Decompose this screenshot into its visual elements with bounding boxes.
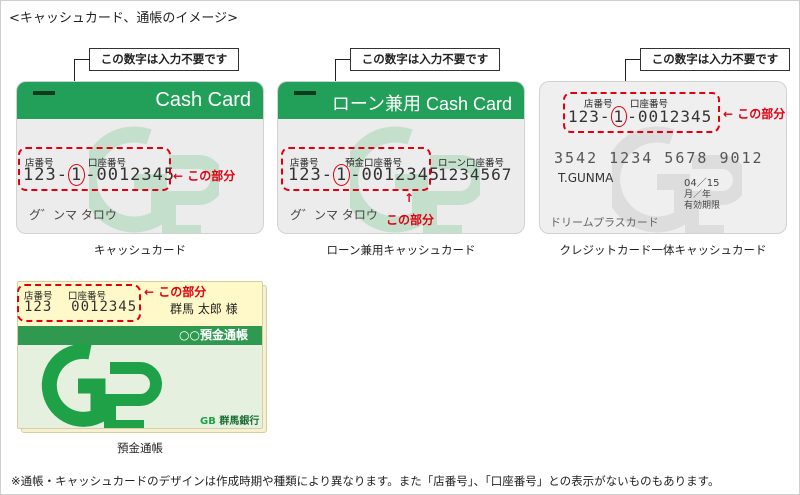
mid-number: 1 bbox=[610, 106, 628, 127]
callout-box-2: この数字は入力不要です bbox=[350, 48, 500, 71]
expiry-value: 04／15 bbox=[684, 178, 720, 189]
card-holder: グ゛ンマ タロウ bbox=[290, 208, 378, 222]
credit-card-number: 3542 1234 5678 9012 bbox=[554, 149, 764, 167]
gb-logo-large bbox=[41, 343, 162, 428]
cash-card-caption: キャッシュカード bbox=[94, 243, 186, 257]
highlight-box-1 bbox=[18, 147, 171, 191]
branch-label: 店番号 bbox=[24, 291, 53, 302]
passbook-title-band: ○○預金通帳 bbox=[18, 326, 262, 345]
card-stripe bbox=[33, 91, 55, 95]
card-brand: ドリームプラスカード bbox=[550, 216, 659, 229]
card-holder: グ゛ンマ タロウ bbox=[29, 208, 117, 222]
account-label: 口座番号 bbox=[630, 99, 669, 110]
branch-label: 店番号 bbox=[584, 99, 613, 110]
passbook: 店番号 口座番号 123 0012345 群馬 太郎 様 ○○預金通帳 GB 群… bbox=[17, 281, 263, 429]
loan-account-label: ローン口座番号 bbox=[438, 158, 505, 169]
mid-number: 1 bbox=[67, 164, 86, 186]
card-band: ローン兼用 Cash Card bbox=[278, 82, 524, 119]
card-stripe bbox=[294, 91, 316, 95]
card-band-label: Cash Card bbox=[155, 89, 251, 111]
credit-card-caption: クレジットカード一体キャッシュカード bbox=[559, 243, 767, 257]
highlight-note-2: この部分 bbox=[386, 213, 435, 227]
account-number: 0012345 bbox=[96, 165, 176, 185]
card-number-row: 123-1-0012345 bbox=[288, 164, 441, 186]
branch-number: 123 bbox=[23, 165, 57, 185]
loan-cash-card: ローン兼用 Cash Card 店番号 預金口座番号 ローン口座番号 123-1… bbox=[278, 82, 524, 233]
branch-label: 店番号 bbox=[290, 158, 319, 169]
account-label: 預金口座番号 bbox=[345, 158, 403, 169]
footnote: ※通帳・キャッシュカードのデザインは作成時期や種類により異なります。また「店番号… bbox=[11, 474, 720, 488]
loan-account-number: 1234567 bbox=[438, 165, 513, 184]
cash-card: Cash Card 店番号 口座番号 123-1-0012345 グ゛ンマ タロ… bbox=[17, 82, 263, 233]
branch-label: 店番号 bbox=[25, 158, 54, 169]
passbook-bank-name: GB 群馬銀行 bbox=[200, 416, 260, 427]
loan-card-caption: ローン兼用キャッシュカード bbox=[326, 243, 476, 257]
callout-box-3: この数字は入力不要です bbox=[640, 48, 790, 71]
account-number: 0012345 bbox=[71, 299, 138, 315]
highlight-box-2 bbox=[281, 147, 431, 191]
expiry-label: 有効期限 bbox=[684, 201, 721, 211]
page-title: <キャッシュカード、通帳のイメージ> bbox=[9, 11, 239, 26]
card-band: Cash Card bbox=[17, 82, 263, 119]
account-number: 0012345 bbox=[361, 165, 441, 185]
passbook-holder: 群馬 太郎 様 bbox=[170, 302, 238, 316]
card-number-row: 123-1-0012345 bbox=[568, 106, 713, 127]
passbook-number-row: 123 0012345 bbox=[24, 299, 137, 315]
card-number-row: 123-1-0012345 bbox=[23, 164, 176, 186]
highlight-box-4 bbox=[17, 284, 141, 322]
highlight-note-3: ← この部分 bbox=[723, 107, 786, 121]
account-number: 0012345 bbox=[637, 107, 713, 126]
card-holder: T.GUNMA bbox=[558, 171, 614, 185]
callout-leader-3-h bbox=[625, 59, 641, 60]
gb-logo-small: GB bbox=[200, 416, 216, 427]
card-band-label: ローン兼用 Cash Card bbox=[331, 94, 512, 114]
callout-box-1: この数字は入力不要です bbox=[89, 48, 239, 71]
credit-cash-card: 店番号 口座番号 123-1-0012345 3542 1234 5678 90… bbox=[540, 82, 786, 233]
account-label: 口座番号 bbox=[88, 158, 127, 169]
account-label: 口座番号 bbox=[68, 291, 107, 302]
callout-leader-2-h bbox=[335, 59, 351, 60]
callout-leader-1-h bbox=[74, 59, 90, 60]
branch-number: 123 bbox=[568, 107, 600, 126]
highlight-box-3 bbox=[563, 92, 720, 133]
branch-number: 123 bbox=[24, 299, 53, 315]
highlight-arrow-2: ↑ bbox=[404, 191, 415, 205]
branch-number: 123 bbox=[288, 165, 322, 185]
passbook-caption: 預金通帳 bbox=[117, 441, 163, 455]
mid-number: 1 bbox=[332, 164, 351, 186]
highlight-note-1: ← この部分 bbox=[173, 169, 236, 183]
gb-logo-watermark bbox=[612, 126, 742, 233]
highlight-note-4: ← この部分 bbox=[144, 285, 207, 299]
expiry-unit: 月／年 bbox=[684, 190, 712, 200]
